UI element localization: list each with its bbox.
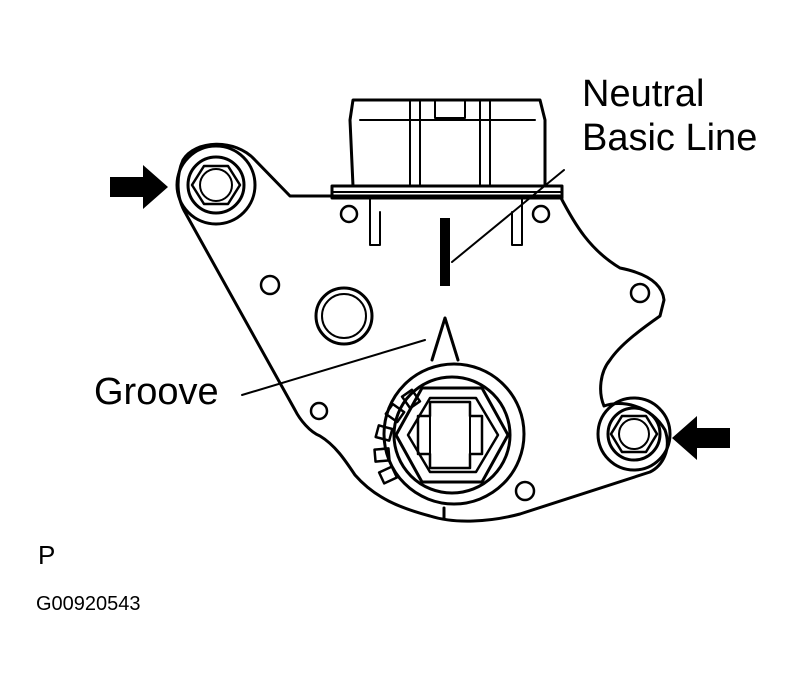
hole	[259, 274, 281, 296]
figure-id: G00920543	[36, 593, 141, 615]
bolt-left	[175, 144, 257, 226]
hole	[531, 204, 551, 224]
hole	[629, 282, 651, 304]
connector	[330, 98, 564, 246]
plate-boss	[314, 286, 374, 346]
groove-pointer	[430, 316, 460, 362]
switch-plate	[176, 142, 669, 523]
neutral-basic-line-leader	[451, 169, 565, 263]
arrow-left-bolt	[110, 165, 168, 209]
neutral-basic-line-label: Neutral Basic Line	[582, 72, 757, 160]
bolt-right	[596, 396, 672, 472]
hole	[339, 204, 359, 224]
neutral-basic-line-mark	[440, 218, 450, 286]
neutral-basic-line-label-line2: Basic Line	[582, 117, 758, 159]
arrow-right-bolt	[672, 416, 730, 460]
groove-leader	[241, 339, 426, 396]
rotor-assembly	[373, 362, 526, 520]
hole	[514, 480, 536, 502]
groove-label: Groove	[94, 371, 219, 413]
hole	[309, 401, 329, 421]
position-label: P	[38, 540, 56, 570]
neutral-basic-line-label-line1: Neutral	[582, 73, 705, 115]
